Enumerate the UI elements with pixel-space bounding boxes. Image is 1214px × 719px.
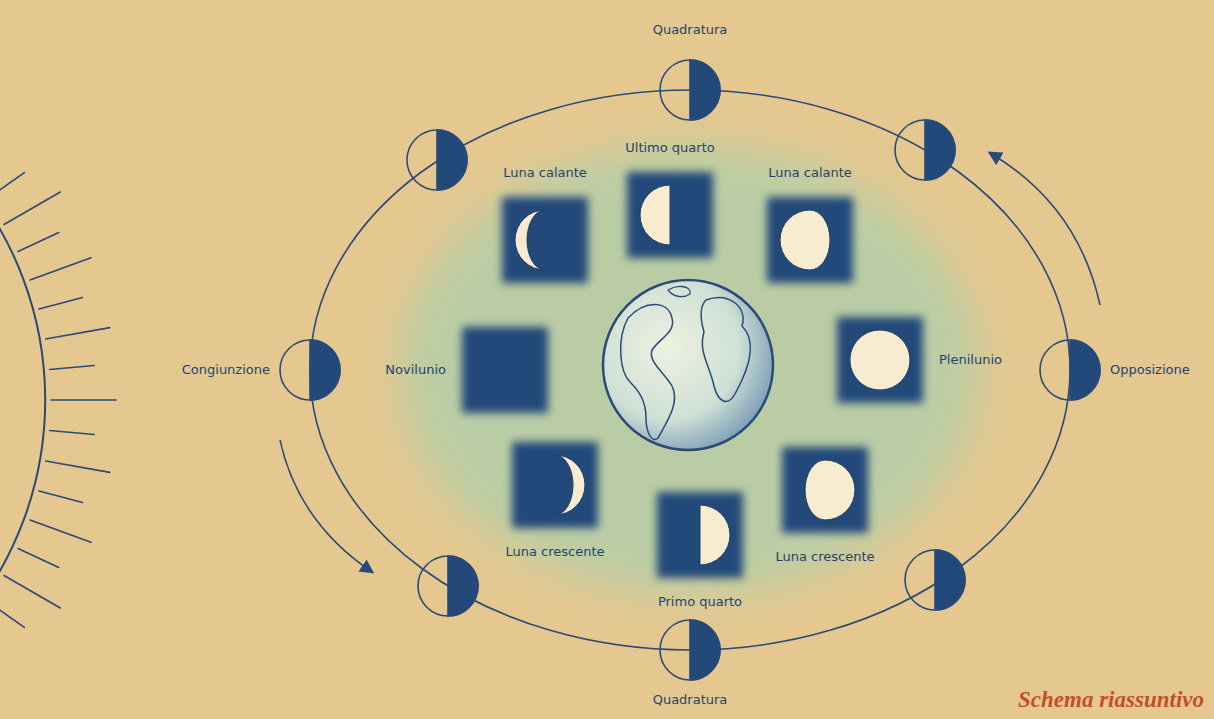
phase-label: Primo quarto: [658, 594, 742, 610]
orbit-arrow: [990, 153, 1100, 305]
phase-label: Novilunio: [385, 362, 446, 378]
moon-phase: Luna crescente: [770, 435, 880, 565]
orbit-position: Quadratura: [653, 618, 728, 708]
orbit-moons: [407, 120, 965, 616]
phase-label: Opposizione: [1110, 362, 1190, 378]
moon-phase: Novilunio: [385, 315, 560, 425]
phase-label: Congiunzione: [182, 362, 270, 378]
earth: [603, 280, 773, 450]
phase-label: Luna crescente: [775, 549, 874, 565]
phase-label: Ultimo quarto: [625, 140, 714, 156]
phase-label: Luna calante: [768, 165, 852, 181]
glow: [400, 145, 980, 595]
orbit-position: Quadratura: [653, 22, 728, 122]
moon-phase-square: [770, 435, 880, 545]
moon-phase: Luna calante: [490, 165, 600, 295]
moon-phase-square: [825, 305, 935, 415]
moon-phase-square: [500, 430, 610, 540]
orbit-position: Congiunzione: [182, 338, 342, 402]
moon-phase-square: [755, 185, 865, 295]
moon-phase-square: [645, 480, 755, 590]
moon-phase-square: [615, 160, 725, 270]
moon-phase-square: [490, 185, 600, 295]
orbit-moon: [1038, 338, 1102, 402]
moon-phase: Plenilunio: [825, 305, 1002, 415]
orbit-moon: [658, 58, 722, 122]
moon-phase: Ultimo quarto: [615, 140, 725, 270]
phase-label: Quadratura: [653, 692, 728, 708]
moon-phase: Luna calante: [755, 165, 865, 295]
orbit: [310, 90, 1070, 650]
phase-label: Quadratura: [653, 22, 728, 38]
moon-phase: Luna crescente: [500, 430, 610, 560]
caption: Schema riassuntivo: [1018, 687, 1204, 713]
phase-label: Luna calante: [503, 165, 587, 181]
phase-label: Plenilunio: [939, 352, 1002, 368]
moon-phase: Primo quarto: [645, 480, 755, 610]
sun-edge: [0, 178, 45, 622]
orbit-position: Opposizione: [1038, 338, 1190, 402]
sun-rays: [0, 173, 116, 628]
moon-phase-square: [450, 315, 560, 425]
orbit-moon: [278, 338, 342, 402]
phase-label: Luna crescente: [505, 544, 604, 560]
orbit-moon: [658, 618, 722, 682]
orbit-arrow: [280, 440, 372, 572]
